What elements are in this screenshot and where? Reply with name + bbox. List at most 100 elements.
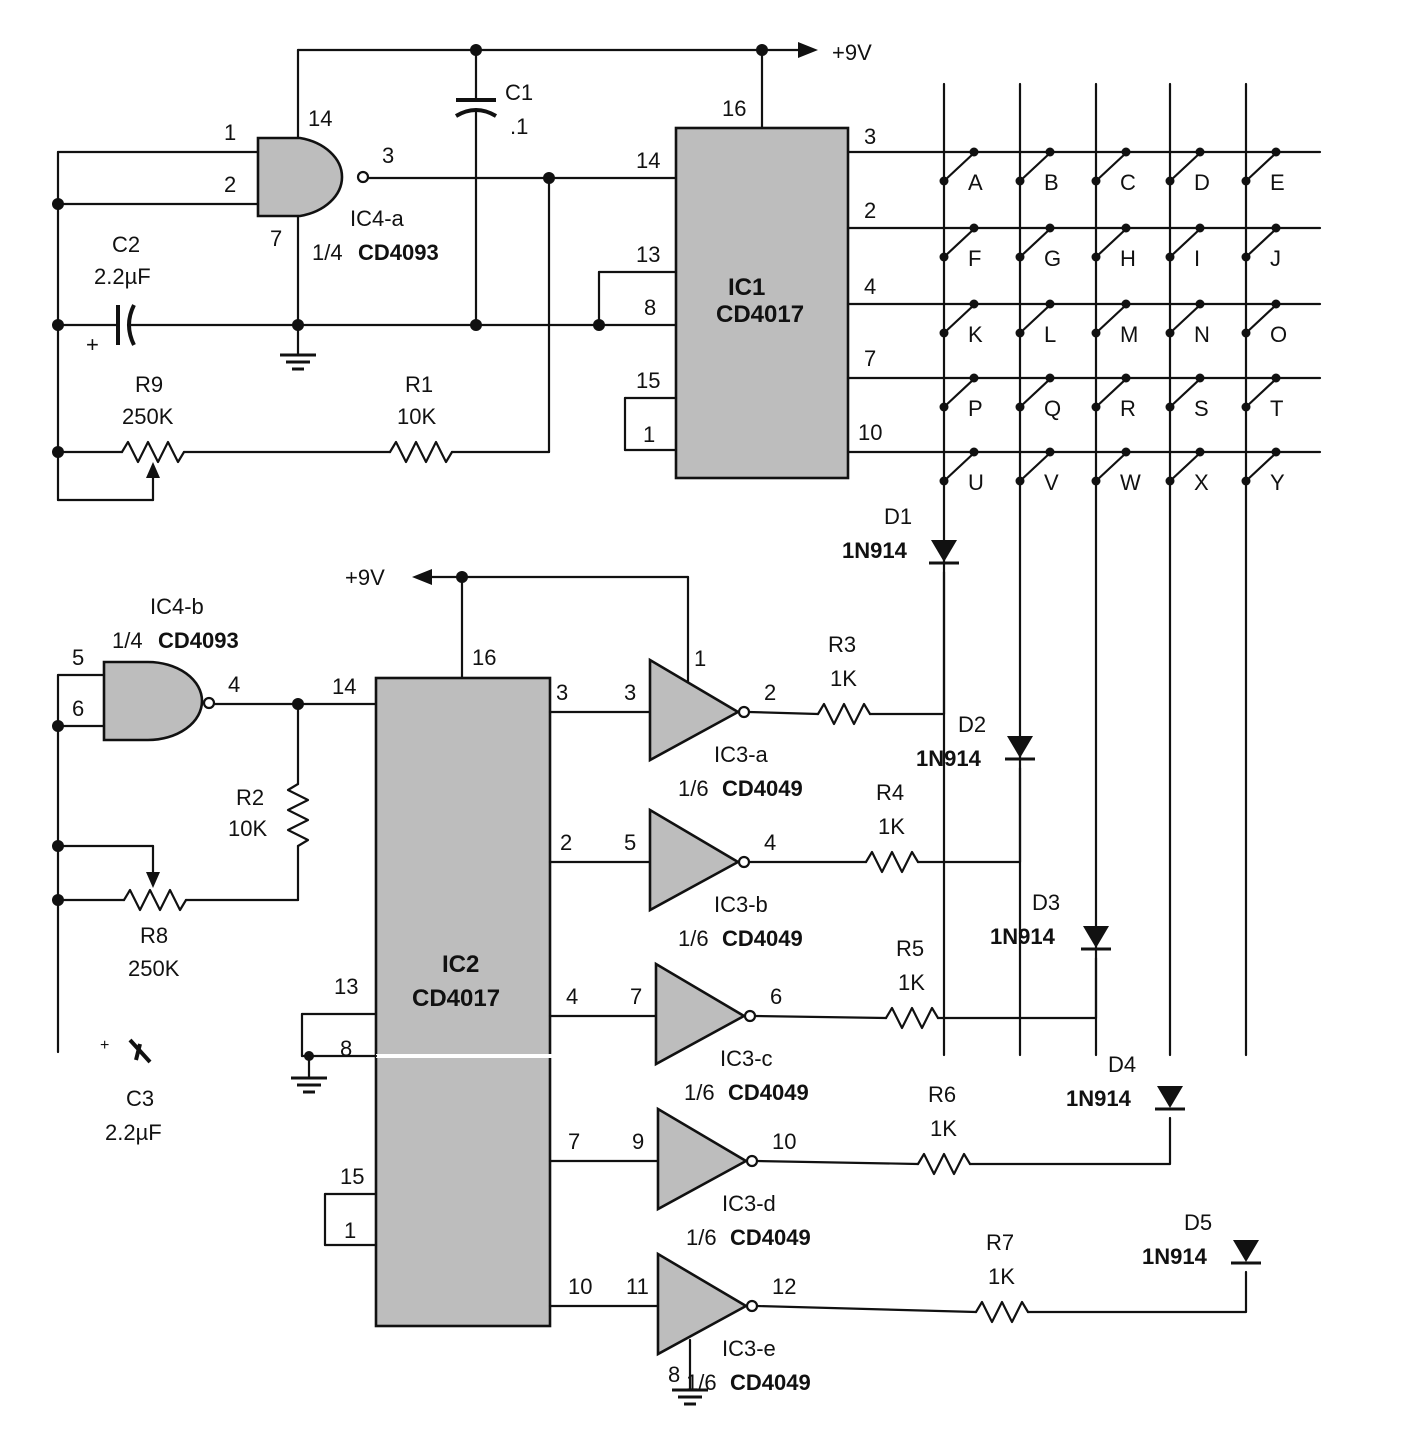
stage-output-wire bbox=[747, 710, 820, 716]
r1-value: 10K bbox=[397, 404, 436, 429]
ic1-pin10: 10 bbox=[858, 420, 882, 445]
buffer-fraction: 1/6 bbox=[684, 1080, 715, 1105]
key-label: C bbox=[1120, 170, 1136, 195]
diode-name: D1 bbox=[884, 504, 912, 529]
ic2-pin15: 15 bbox=[340, 1164, 364, 1189]
ic4a-pin3: 3 bbox=[382, 143, 394, 168]
switch-contact bbox=[1121, 147, 1131, 157]
ic4a-nand-gate: 1 2 3 14 7 IC4-a 1/4 CD4093 bbox=[56, 106, 678, 327]
c3-polarity: + bbox=[100, 1037, 109, 1054]
ic2-pin13: 13 bbox=[334, 974, 358, 999]
buffer-part: CD4049 bbox=[728, 1080, 809, 1105]
resistor-R7 bbox=[974, 1300, 1030, 1324]
key-label: F bbox=[968, 246, 981, 271]
key-switch-N: N bbox=[1165, 299, 1210, 347]
resistor-name: R5 bbox=[896, 936, 924, 961]
ic4a-pin14: 14 bbox=[308, 106, 332, 131]
buffer-part: CD4049 bbox=[722, 776, 803, 801]
ic1-pin8: 8 bbox=[644, 295, 656, 320]
buffer-input-pin: 9 bbox=[632, 1129, 644, 1154]
ic4a-name: IC4-a bbox=[350, 206, 405, 231]
diode-D3 bbox=[1083, 926, 1109, 948]
r1-resistor: R1 10K bbox=[388, 372, 551, 464]
buffer-name: IC3-d bbox=[722, 1191, 776, 1216]
switch-contact bbox=[969, 147, 979, 157]
key-label: P bbox=[968, 396, 983, 421]
c2-capacitor: + C2 2.2µF bbox=[52, 150, 678, 502]
switch-blade bbox=[1168, 151, 1202, 183]
stage-output-wire bbox=[755, 1159, 920, 1166]
ic1-pin7: 7 bbox=[864, 346, 876, 371]
switch-blade bbox=[1018, 377, 1052, 409]
key-label: D bbox=[1194, 170, 1210, 195]
switch-blade bbox=[1018, 303, 1052, 335]
diode-name: D2 bbox=[958, 712, 986, 737]
key-label: T bbox=[1270, 396, 1283, 421]
resistor-R4 bbox=[864, 850, 920, 874]
source-pin-label: 3 bbox=[556, 680, 568, 705]
switch-blade bbox=[1168, 227, 1202, 259]
switch-blade bbox=[1244, 303, 1278, 335]
key-switch-M: M bbox=[1091, 299, 1138, 347]
switch-contact bbox=[1121, 447, 1131, 457]
switch-contact bbox=[1271, 223, 1281, 233]
switch-blade bbox=[942, 303, 976, 335]
switch-contact bbox=[1045, 373, 1055, 383]
key-label: B bbox=[1044, 170, 1059, 195]
ic1-part: CD4017 bbox=[716, 301, 804, 328]
ic4a-pin2: 2 bbox=[224, 172, 236, 197]
ic1-pin1: 1 bbox=[643, 422, 655, 447]
inverter-buffer-3 bbox=[654, 961, 747, 1067]
key-label: V bbox=[1044, 470, 1059, 495]
bottom-supply-label: +9V bbox=[345, 565, 385, 590]
r2-resistor: R2 10K bbox=[228, 702, 310, 902]
resistor-R6 bbox=[916, 1152, 972, 1176]
buffer-fraction: 1/6 bbox=[678, 926, 709, 951]
c3-value: 2.2µF bbox=[105, 1120, 162, 1145]
key-label: U bbox=[968, 470, 984, 495]
switch-blade bbox=[1094, 151, 1128, 183]
ic1-name: IC1 bbox=[728, 274, 765, 301]
diode-part: 1N914 bbox=[842, 538, 908, 563]
resistor-value: 1K bbox=[830, 666, 857, 691]
source-pin-label: 10 bbox=[568, 1274, 592, 1299]
inverter-bubble bbox=[737, 705, 751, 719]
top-supply-label: +9V bbox=[832, 40, 872, 65]
switch-contact bbox=[969, 223, 979, 233]
ic2-pin16: 16 bbox=[472, 645, 496, 670]
switch-contact bbox=[1271, 447, 1281, 457]
ic2-part: CD4017 bbox=[412, 985, 500, 1012]
buffer-input-pin: 5 bbox=[624, 830, 636, 855]
buffer-input-pin: 7 bbox=[630, 984, 642, 1009]
diode-name: D4 bbox=[1108, 1052, 1136, 1077]
source-pin-label: 7 bbox=[568, 1129, 580, 1154]
resistor-R3 bbox=[816, 702, 872, 726]
key-switch-E: E bbox=[1241, 147, 1285, 195]
key-switch-A: A bbox=[939, 147, 983, 195]
diode-part: 1N914 bbox=[1066, 1086, 1132, 1111]
buffer-part: CD4049 bbox=[730, 1225, 811, 1250]
buffer-fraction: 1/6 bbox=[686, 1225, 717, 1250]
switch-blade bbox=[1094, 377, 1128, 409]
key-switch-U: U bbox=[939, 447, 984, 495]
ic1-pin3: 3 bbox=[864, 124, 876, 149]
switch-blade bbox=[1094, 303, 1128, 335]
buffer-output-pin: 2 bbox=[764, 680, 776, 705]
r9-value: 250K bbox=[122, 404, 174, 429]
key-label: O bbox=[1270, 322, 1287, 347]
diode-D2 bbox=[1007, 736, 1033, 758]
inverter-buffer-4 bbox=[656, 1106, 749, 1212]
key-label: G bbox=[1044, 246, 1061, 271]
resistor-name: R6 bbox=[928, 1082, 956, 1107]
source-pin-label: 4 bbox=[566, 984, 578, 1009]
r2-value: 10K bbox=[228, 816, 267, 841]
c3-capacitor: + C3 2.2µF bbox=[100, 1037, 162, 1145]
key-label: A bbox=[968, 170, 983, 195]
key-label: S bbox=[1194, 396, 1209, 421]
switch-contact bbox=[969, 447, 979, 457]
stage-output-wire bbox=[755, 1304, 978, 1314]
